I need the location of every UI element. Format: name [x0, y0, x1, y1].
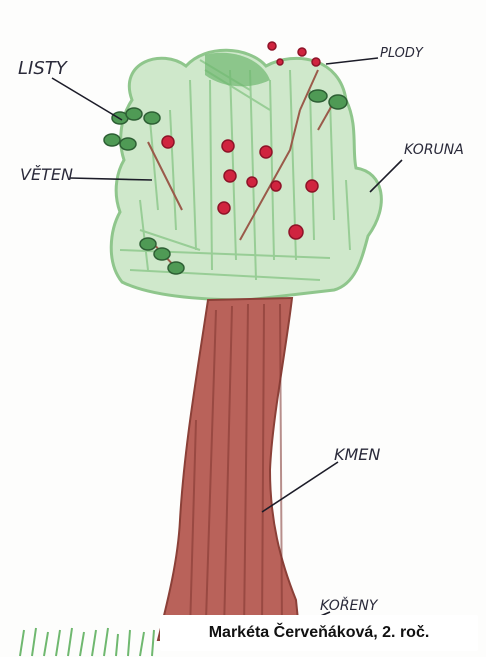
label-koreny: KOŘENY [320, 597, 379, 614]
label-koruna: KORUNA [404, 142, 464, 158]
label-listy: LISTY [18, 58, 69, 79]
label-plody: PLODY [380, 46, 424, 61]
grass [20, 628, 154, 656]
label-veten: VĚTEN [20, 165, 73, 184]
author-caption: Markéta Červeňáková, 2. roč. [160, 615, 478, 651]
label-kmen: KMEN [334, 445, 380, 464]
tree-trunk [158, 298, 300, 640]
